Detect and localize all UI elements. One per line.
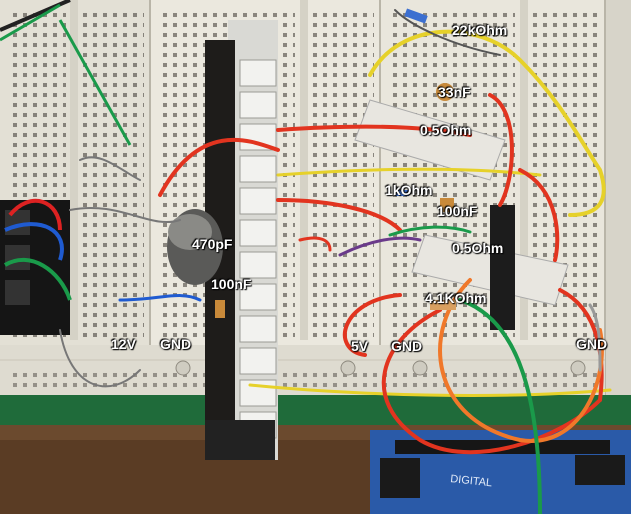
- label-470pf: 470pF: [192, 236, 233, 252]
- capacitor-100nF-left: [215, 300, 225, 318]
- resistor-22k: [404, 8, 428, 24]
- label-1kohm: 1kOhm: [385, 182, 433, 198]
- capacitor-100nF-right: [440, 198, 454, 212]
- label-0.5ohm-top: 0.5Ohm: [420, 122, 472, 138]
- label-gnd-left: GND: [160, 336, 192, 352]
- capacitor-470pF: [167, 209, 223, 285]
- left-terminal-block: [0, 0, 132, 335]
- arduino-digital-label: DIGITAL: [450, 473, 493, 489]
- label-33nf: 33nF: [438, 84, 471, 100]
- label-gnd-mid: GND: [391, 338, 423, 354]
- label-22kohm: 22kOhm: [452, 22, 508, 38]
- label-100nf-right: 100nF: [437, 203, 478, 219]
- label-0.5ohm-bottom: 0.5Ohm: [452, 240, 504, 256]
- label-4.1kohm: 4.1KOhm: [425, 290, 487, 306]
- arduino-board: DIGITAL: [370, 430, 631, 514]
- capacitor-33nF: [436, 83, 454, 101]
- resistor-1k: [395, 190, 409, 196]
- resistor-4.1k: [430, 300, 456, 310]
- ic-chip: [490, 205, 515, 330]
- label-5v: 5V: [351, 338, 369, 354]
- label-gnd-right: GND: [576, 336, 608, 352]
- label-100nf-left: 100nF: [211, 276, 252, 292]
- label-12v: 12V: [111, 336, 136, 352]
